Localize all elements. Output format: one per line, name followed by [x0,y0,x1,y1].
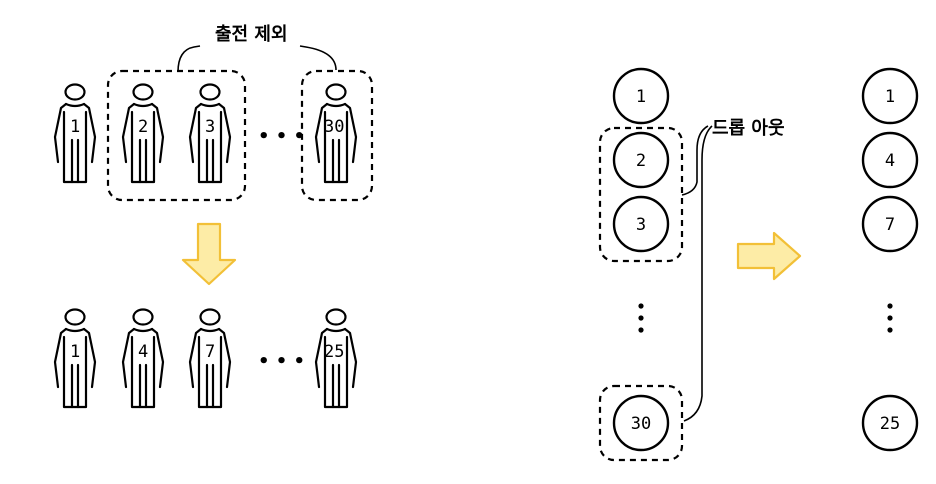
vertical-ellipsis [887,303,893,333]
player-number: 1 [70,342,80,362]
neuron-node [861,195,919,253]
label-brace [177,45,337,73]
right-arrow-icon [736,231,802,281]
neuron-node [612,131,670,189]
dropout-label-left: 출전 제외 [215,24,288,45]
down-arrow-icon [181,222,237,286]
player-number: 2 [138,117,148,137]
player-number: 7 [205,342,215,362]
neuron-number: 4 [885,151,895,171]
neuron-node [861,131,919,189]
player-number: 25 [324,342,344,362]
dropout-bracket [683,125,713,422]
vertical-ellipsis [638,303,644,333]
neuron-number: 2 [636,151,646,171]
player-number: 1 [70,117,80,137]
neuron-node [612,394,670,452]
neuron-number: 25 [880,414,900,434]
neuron-node [861,67,919,125]
excluded-player-box [300,69,374,202]
ellipsis-dots: • • • [258,351,305,372]
player-number: 3 [205,117,215,137]
neuron-number: 1 [885,87,895,107]
dropout-bracket [681,125,709,196]
dropped-node-box [598,384,684,462]
neuron-number: 3 [636,215,646,235]
dropout-label-right: 드롭 아웃 [712,118,785,139]
neuron-number: 30 [631,414,651,434]
dropped-group-box [598,126,684,263]
neuron-node [612,67,670,125]
neuron-node [861,394,919,452]
neuron-node [612,195,670,253]
player-number: 4 [138,342,148,362]
excluded-group-box [106,69,247,202]
player-number: 30 [324,117,344,137]
neuron-number: 7 [885,215,895,235]
ellipsis-dots: • • • [258,126,305,147]
neuron-number: 1 [636,87,646,107]
